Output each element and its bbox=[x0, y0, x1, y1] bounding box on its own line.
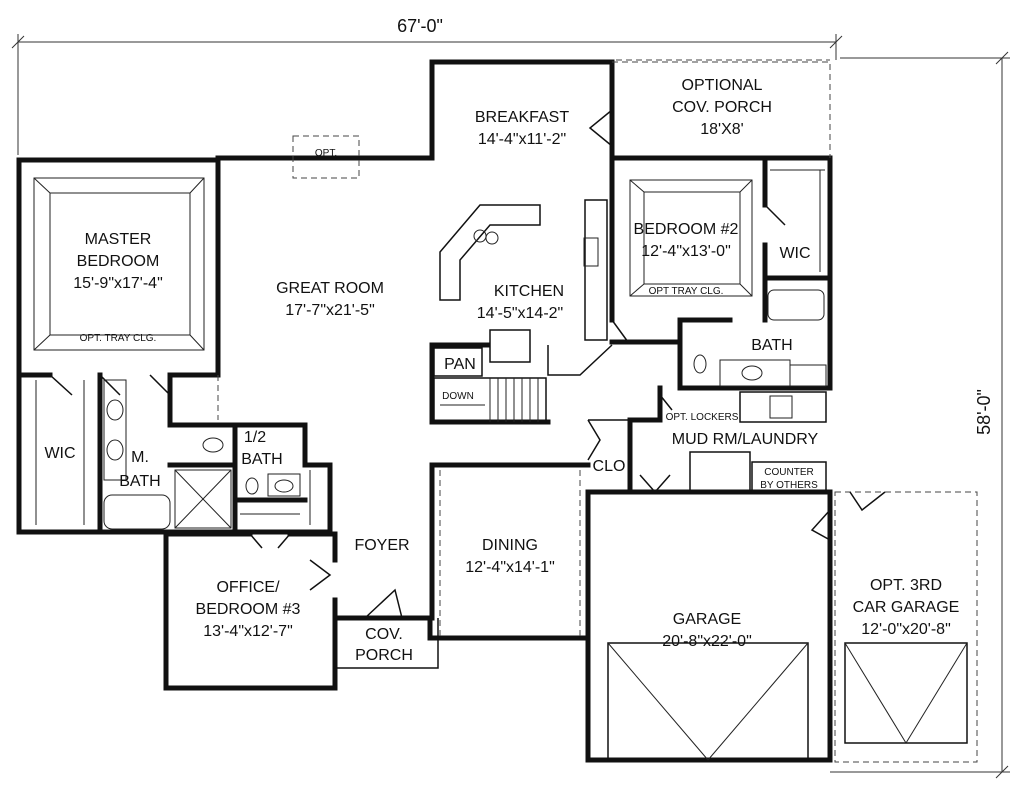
garage3-size: 12'-0"x20'-8" bbox=[861, 621, 951, 638]
master-bedroom-name-1: MASTER bbox=[85, 231, 152, 248]
office-name-2: BEDROOM #3 bbox=[196, 601, 301, 618]
breakfast-name: BREAKFAST bbox=[475, 109, 569, 126]
closet: CLO bbox=[587, 419, 630, 475]
foyer: FOYER bbox=[354, 537, 410, 619]
master-bedroom: MASTER BEDROOM 15'-9"x17'-4" OPT. TRAY C… bbox=[16, 157, 221, 396]
bath-2: BATH bbox=[677, 289, 833, 391]
bedroom-2: BEDROOM #2 12'-4"x13'-0" OPT TRAY CLG. bbox=[609, 155, 786, 345]
half-bath-name-1: 1/2 bbox=[244, 429, 266, 446]
opt-porch-name-1: OPTIONAL bbox=[682, 77, 763, 94]
dining-name: DINING bbox=[482, 537, 538, 554]
exterior-walls bbox=[16, 59, 833, 763]
office-size: 13'-4"x12'-7" bbox=[203, 623, 293, 640]
opt-porch-name-2: COV. PORCH bbox=[672, 99, 772, 116]
kitchen-name: KITCHEN bbox=[494, 283, 564, 300]
optional-cov-porch: OPTIONAL COV. PORCH 18'X8' bbox=[672, 77, 772, 138]
stairs: DOWN bbox=[433, 377, 547, 423]
mud-room-counter-1: COUNTER bbox=[764, 467, 813, 478]
bedroom2-wic: WIC bbox=[762, 169, 833, 281]
pantry-label: PAN bbox=[444, 356, 476, 373]
optional-3rd-garage: OPT. 3RD CAR GARAGE 12'-0"x20'-8" bbox=[834, 491, 978, 763]
opt-porch-size: 18'X8' bbox=[700, 121, 743, 138]
bath2-label: BATH bbox=[751, 337, 792, 354]
foyer-label: FOYER bbox=[354, 537, 409, 554]
master-bedroom-tray-note: OPT. TRAY CLG. bbox=[80, 333, 157, 344]
stairs-label: DOWN bbox=[442, 391, 474, 402]
great-room-size: 17'-7"x21'-5" bbox=[285, 302, 375, 319]
mud-room-lockers: OPT. LOCKERS bbox=[666, 412, 739, 423]
covered-porch: COV. PORCH bbox=[334, 618, 439, 669]
breakfast-size: 14'-4"x11'-2" bbox=[478, 131, 566, 148]
garage3-name-1: OPT. 3RD bbox=[870, 577, 942, 594]
cov-porch-name-1: COV. bbox=[365, 626, 403, 643]
office-bedroom3: OFFICE/ BEDROOM #3 13'-4"x12'-7" bbox=[163, 531, 338, 691]
bedroom2-size: 12'-4"x13'-0" bbox=[641, 243, 731, 260]
master-bedroom-name-2: BEDROOM bbox=[77, 253, 160, 270]
bedroom2-name: BEDROOM #2 bbox=[634, 221, 739, 238]
mud-room-name: MUD RM/LAUNDRY bbox=[672, 431, 819, 448]
master-bath: M. BATH bbox=[97, 372, 238, 535]
office-name-1: OFFICE/ bbox=[216, 579, 280, 596]
bedroom2-wic-label: WIC bbox=[779, 245, 810, 262]
optional-window-bump: OPT. bbox=[292, 135, 360, 179]
garage3-name-2: CAR GARAGE bbox=[853, 599, 960, 616]
half-bath: 1/2 BATH bbox=[167, 422, 308, 503]
master-bedroom-size: 15'-9"x17'-4" bbox=[73, 275, 163, 292]
bedroom2-tray-note: OPT TRAY CLG. bbox=[649, 286, 724, 297]
master-wic-label: WIC bbox=[44, 445, 75, 462]
depth-dimension-label: 58'-0" bbox=[974, 389, 994, 435]
garage-size: 20'-8"x22'-0" bbox=[662, 633, 752, 650]
half-bath-name-2: BATH bbox=[241, 451, 282, 468]
closet-label: CLO bbox=[593, 458, 626, 475]
cov-porch-name-2: PORCH bbox=[355, 647, 413, 664]
dimension-depth: 58'-0" bbox=[830, 51, 1010, 779]
pantry: PAN bbox=[433, 347, 483, 377]
master-bath-name-2: BATH bbox=[119, 473, 160, 490]
garage-name: GARAGE bbox=[673, 611, 741, 628]
kitchen-size: 14'-5"x14-2" bbox=[477, 305, 563, 322]
breakfast: BREAKFAST 14'-4"x11'-2" bbox=[475, 109, 613, 148]
master-bath-name-1: M. bbox=[131, 449, 149, 466]
garage: GARAGE 20'-8"x22'-0" bbox=[607, 509, 831, 761]
mud-room: OPT. LOCKERS MUD RM/LAUNDRY COUNTER BY O… bbox=[627, 385, 827, 495]
dining: DINING 12'-4"x14'-1" bbox=[429, 462, 591, 638]
master-wic: WIC bbox=[35, 372, 103, 535]
width-dimension-label: 67'-0" bbox=[397, 16, 443, 36]
optional-porch-outline bbox=[612, 59, 831, 158]
dining-size: 12'-4"x14'-1" bbox=[465, 559, 555, 576]
dimension-width: 67'-0" bbox=[11, 16, 843, 155]
optional-window-label: OPT. bbox=[315, 148, 337, 159]
great-room: GREAT ROOM 17'-7"x21'-5" bbox=[217, 280, 384, 420]
great-room-name: GREAT ROOM bbox=[276, 280, 384, 297]
mud-room-counter-2: BY OTHERS bbox=[760, 480, 818, 491]
